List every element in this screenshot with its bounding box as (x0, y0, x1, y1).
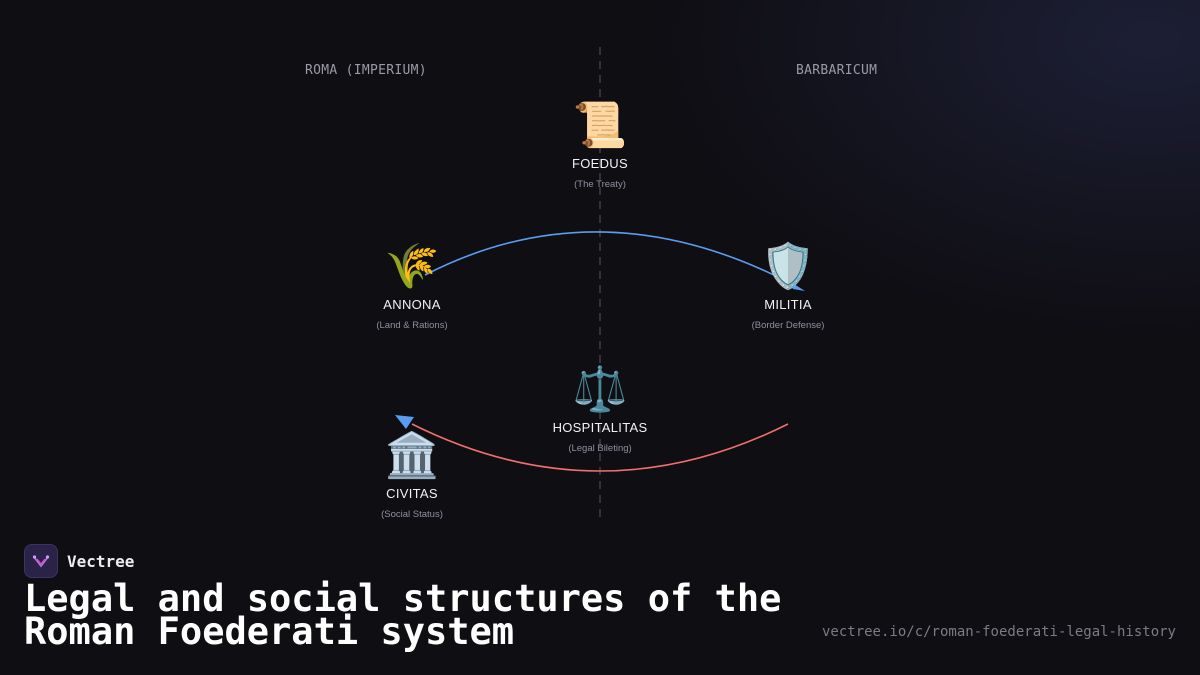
civitas-arrowhead (395, 415, 414, 429)
roman-side-label: ROMA (IMPERIUM) (305, 63, 427, 78)
wheat-icon: 🌾 (384, 241, 440, 292)
annona-to-militia-arrow (424, 231, 791, 284)
node-subtitle: (Legal Bileting) (568, 443, 632, 454)
militia-to-civitas-arrow (411, 423, 789, 472)
node-title: CIVITAS (386, 486, 438, 501)
node-title: ANNONA (383, 297, 441, 312)
diagram-connectors (395, 47, 805, 520)
scroll-icon: 📜 (572, 100, 628, 151)
barbarian-side-label: BARBARICUM (796, 63, 878, 78)
node-title: FOEDUS (572, 156, 628, 171)
node-civitas[interactable]: 🏛️ CIVITAS (Social Status) (332, 430, 492, 520)
classical-building-icon: 🏛️ (384, 430, 440, 481)
title-line-2: Roman Foederati system (24, 610, 515, 653)
node-subtitle: (The Treaty) (574, 179, 626, 190)
node-annona[interactable]: 🌾 ANNONA (Land & Rations) (332, 241, 492, 331)
brand-name: Vectree (67, 551, 135, 571)
vectree-logo-icon (24, 544, 58, 578)
node-subtitle: (Land & Rations) (376, 320, 448, 331)
node-title: HOSPITALITAS (552, 420, 648, 435)
node-subtitle: (Social Status) (381, 509, 443, 520)
scales-icon: ⚖️ (572, 364, 628, 415)
node-militia[interactable]: 🛡️ MILITIA (Border Defense) (708, 241, 868, 331)
shield-icon: 🛡️ (760, 241, 816, 292)
militia-arrowhead (786, 279, 805, 291)
node-title: MILITIA (764, 297, 812, 312)
node-subtitle: (Border Defense) (751, 320, 825, 331)
node-hospitalitas[interactable]: ⚖️ HOSPITALITAS (Legal Bileting) (520, 364, 680, 454)
source-url-link[interactable]: vectree.io/c/roman-foederati-legal-histo… (821, 624, 1176, 640)
node-foedus[interactable]: 📜 FOEDUS (The Treaty) (520, 100, 680, 190)
title-line-1: Legal and social structures of the (24, 577, 782, 620)
foederati-diagram: ROMA (IMPERIUM) BARBARICUM 📜 FOEDUS (The… (305, 47, 878, 520)
page-title: Legal and social structures of the Roman… (24, 577, 804, 653)
brand[interactable]: Vectree (24, 544, 134, 578)
